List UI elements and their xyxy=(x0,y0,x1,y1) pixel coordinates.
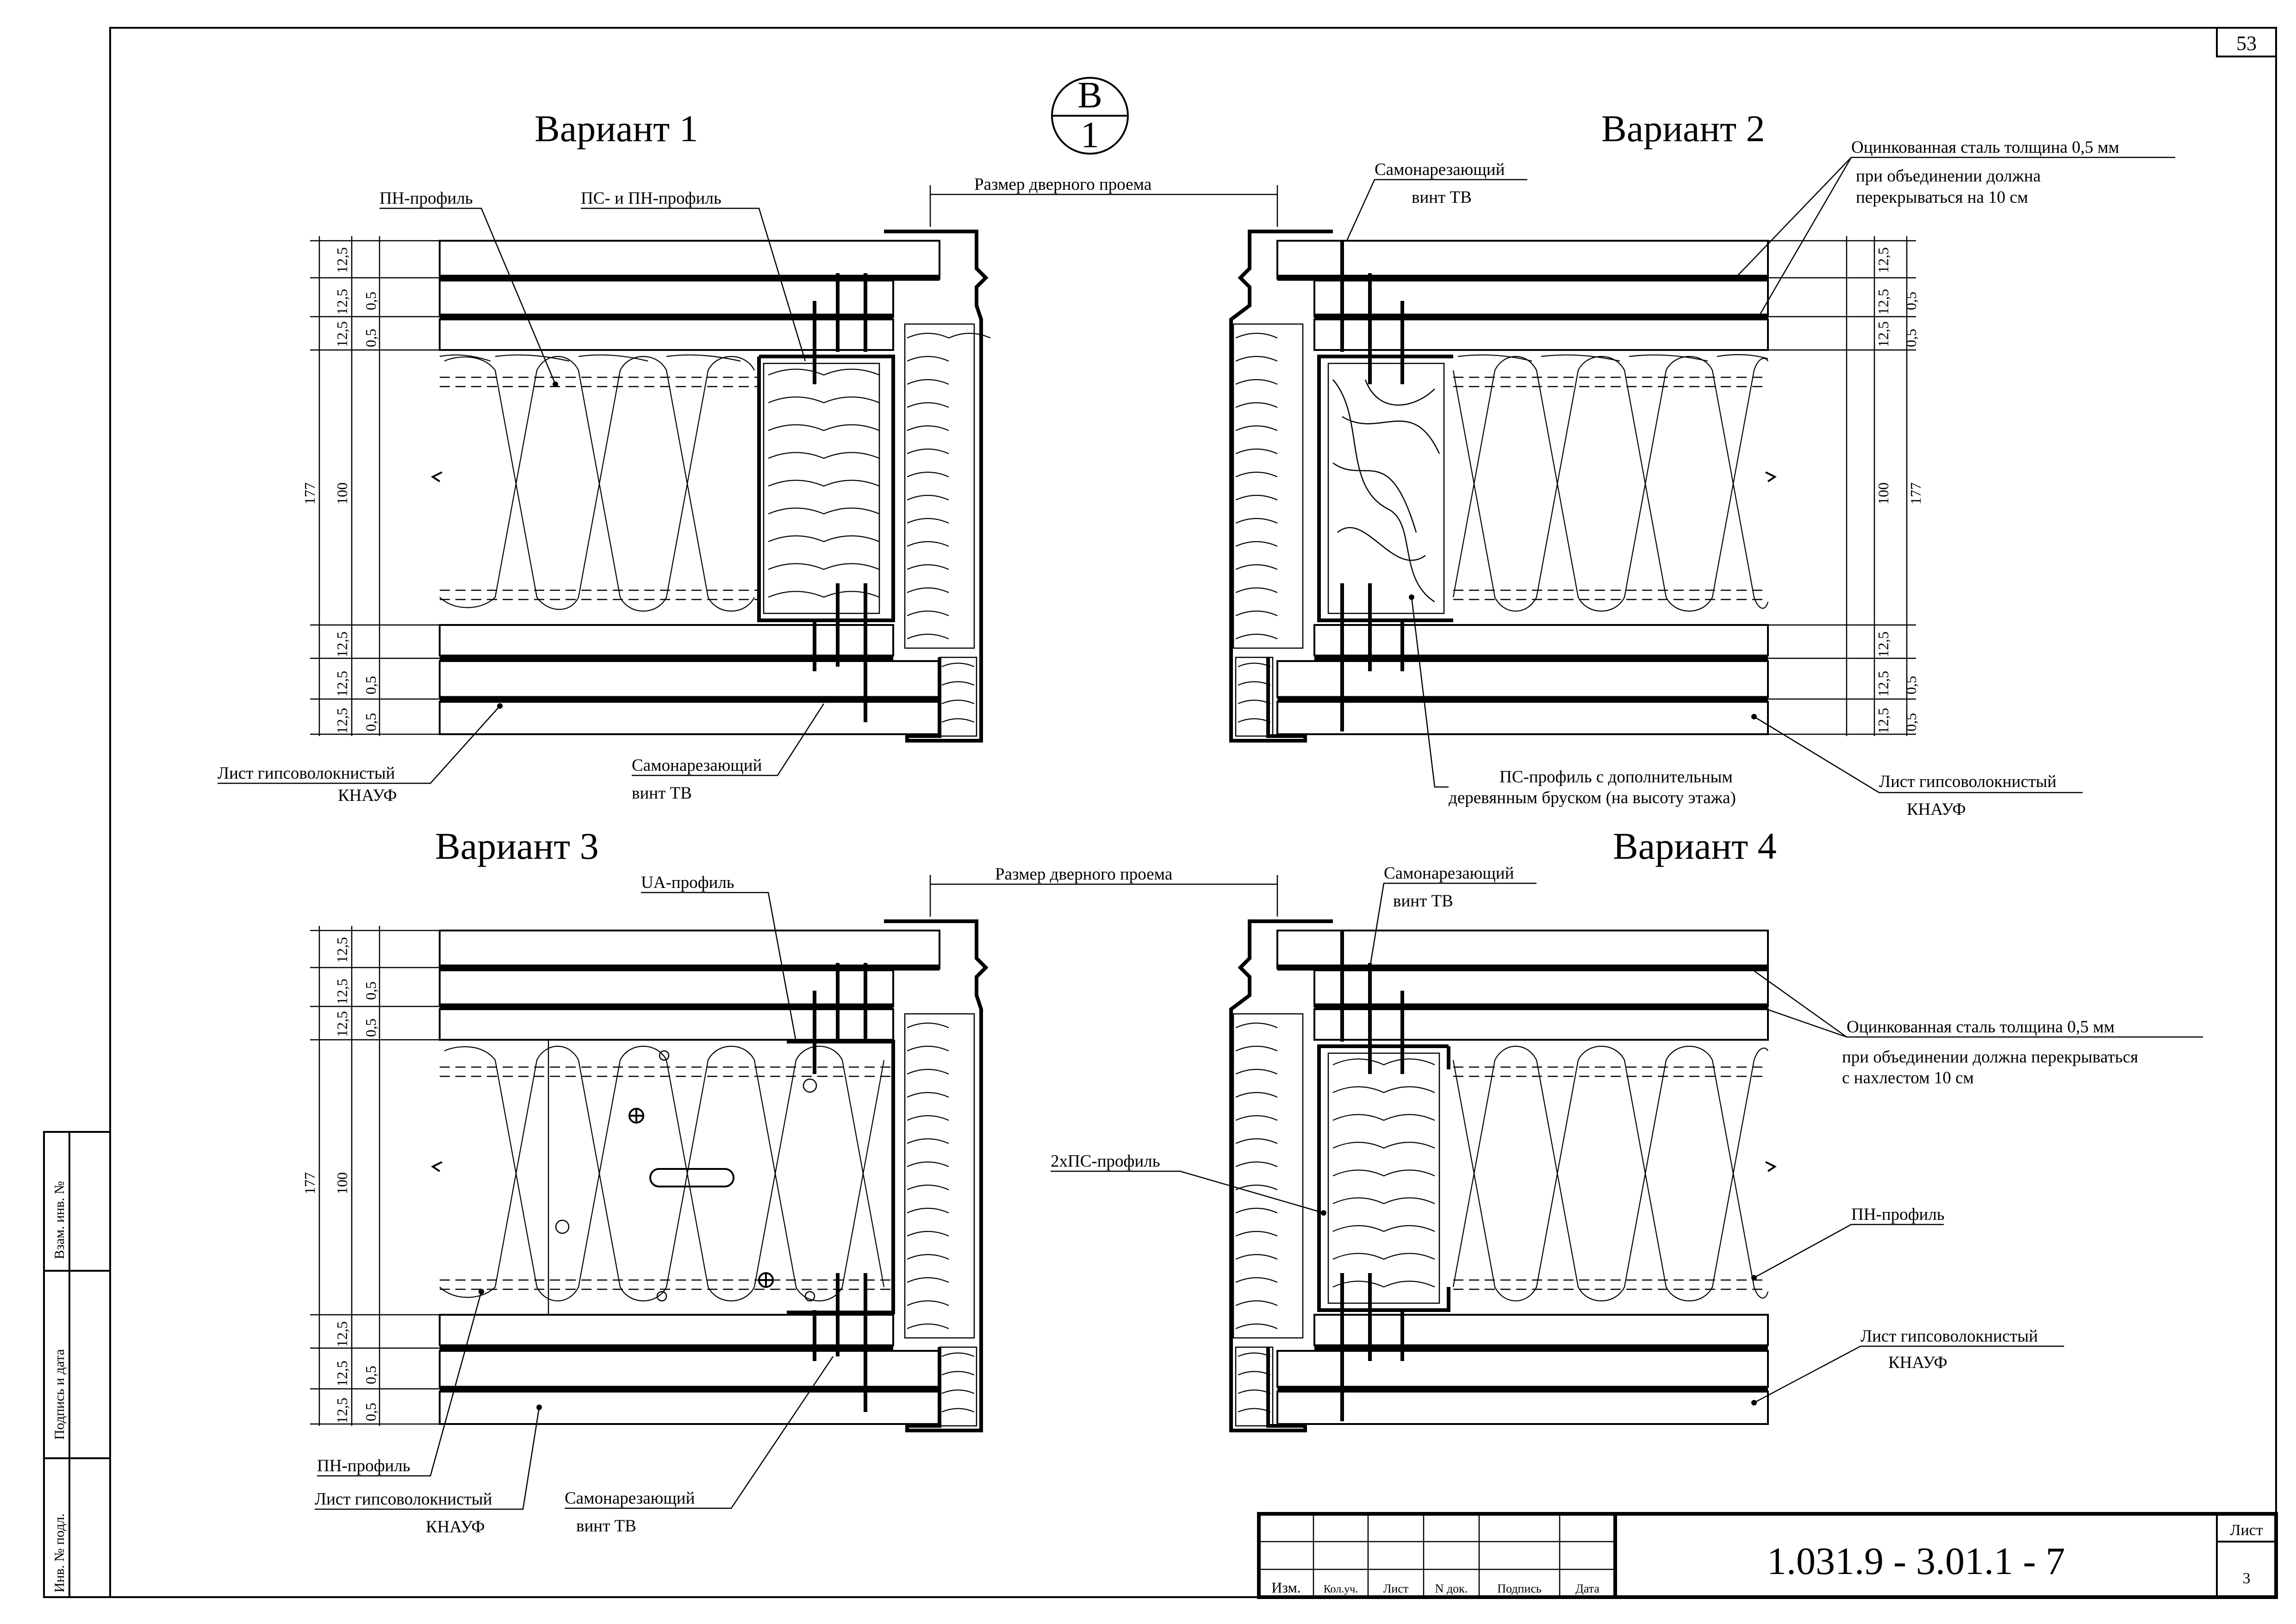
v3-label-pn-profile: ПН-профиль xyxy=(317,1456,411,1475)
v1-label-gvl-1: Лист гипсоволокнистый xyxy=(218,764,395,783)
v1-dim-125-e: 12,5 xyxy=(334,671,350,697)
v2-label-steel-1: Оцинкованная сталь толщина 0,5 мм xyxy=(1851,138,2119,157)
v3-dim-125-f: 12,5 xyxy=(334,1398,350,1424)
v1-dim-125-c: 12,5 xyxy=(334,321,350,347)
v4-label-gvl-2: КНАУФ xyxy=(1888,1353,1948,1372)
v4-label-two-ps: 2хПС-профиль xyxy=(1051,1152,1160,1171)
v3-dim-05-b: 0,5 xyxy=(362,1018,379,1037)
v4-label-gvl-1: Лист гипсоволокнистый xyxy=(1860,1327,2038,1346)
title-sheet-number: 3 xyxy=(2243,1570,2251,1587)
v4-label-screw-1: Самонарезающий xyxy=(1384,864,1514,883)
v3-dim-05-a: 0,5 xyxy=(362,981,379,1000)
col-podpis: Подпись xyxy=(1497,1582,1542,1595)
v2-label-screw-1: Самонарезающий xyxy=(1375,160,1505,179)
side-stamp: Взам. инв. № Подпись и дата Инв. № подл. xyxy=(43,1131,111,1598)
v1-dim-125-b: 12,5 xyxy=(334,289,350,315)
v2-label-steel-3: перекрываться на 10 см xyxy=(1856,188,2028,207)
v3-dim-125-d: 12,5 xyxy=(334,1321,350,1347)
v3-door-opening: Размер дверного проема xyxy=(995,865,1172,884)
v1-dim-125-d: 12,5 xyxy=(334,631,350,657)
v3-dim-100: 100 xyxy=(334,1172,350,1194)
v1-dim-05-b: 0,5 xyxy=(362,329,379,347)
col-list: Лист xyxy=(1383,1582,1408,1595)
v4-label-pn-profile: ПН-профиль xyxy=(1851,1205,1945,1224)
v1-label-ps-pn-profile: ПС- и ПН-профиль xyxy=(581,189,722,208)
v3-dim-177: 177 xyxy=(301,1172,318,1194)
v1-dim-125-a: 12,5 xyxy=(334,247,350,273)
stamp-podpis-data: Подпись и дата xyxy=(52,1349,67,1440)
v3-dim-125-c: 12,5 xyxy=(334,1011,350,1037)
title-sheet-label: Лист xyxy=(2230,1522,2263,1539)
v2-dim-125-e: 12,5 xyxy=(1875,671,1892,697)
v1-dim-125-f: 12,5 xyxy=(334,708,350,734)
section-marker: В 1 xyxy=(1051,75,1129,156)
v2-label-ps-wood-1: ПС-профиль с дополнительным xyxy=(1500,768,1733,787)
v1-dim-05-d: 0,5 xyxy=(362,713,379,731)
v1-label-pn-profile: ПН-профиль xyxy=(380,189,473,208)
variant-1-section: 177 100 12,5 12,5 12,5 0,5 0,5 12,5 12,5… xyxy=(218,175,1278,805)
col-n-dok: N док. xyxy=(1435,1582,1468,1595)
v2-label-gvl-1: Лист гипсоволокнистый xyxy=(1879,772,2056,791)
v4-label-steel-1: Оцинкованная сталь толщина 0,5 мм xyxy=(1847,1018,2115,1037)
v1-label-screw-2: винт TB xyxy=(632,784,692,803)
v2-label-gvl-2: КНАУФ xyxy=(1907,800,1966,819)
v2-dim-05-a: 0,5 xyxy=(1903,292,1919,310)
title-code: 1.031.9 - 3.01.1 - 7 xyxy=(1767,1540,2065,1583)
v3-label-gvl-2: КНАУФ xyxy=(426,1518,485,1537)
variant-3-title: Вариант 3 xyxy=(435,825,599,867)
col-kol-uch: Кол.уч. xyxy=(1324,1583,1358,1595)
v4-label-screw-2: винт TB xyxy=(1393,892,1453,911)
v1-dim-177: 177 xyxy=(301,482,318,505)
v2-dim-100: 100 xyxy=(1875,482,1892,505)
page-number: 53 xyxy=(2236,32,2257,55)
v3-dim-125-a: 12,5 xyxy=(334,937,350,963)
stamp-inv-podl: Инв. № подл. xyxy=(52,1513,67,1593)
v1-door-opening: Размер дверного проема xyxy=(974,175,1151,194)
v3-label-screw-2: винт TB xyxy=(576,1517,636,1536)
v2-dim-125-b: 12,5 xyxy=(1875,289,1892,315)
v2-dim-125-d: 12,5 xyxy=(1875,631,1892,657)
v2-label-screw-2: винт TB xyxy=(1412,188,1472,207)
col-data: Дата xyxy=(1575,1582,1599,1595)
v3-dim-05-c: 0,5 xyxy=(362,1366,379,1384)
section-marker-bottom: 1 xyxy=(1081,115,1099,156)
v3-label-screw-1: Самонарезающий xyxy=(565,1489,695,1508)
v4-label-steel-3: с нахлестом 10 см xyxy=(1842,1068,1974,1087)
title-block: 1.031.9 - 3.01.1 - 7 Лист 3 Изм. Кол.уч.… xyxy=(1257,1512,2278,1599)
v3-label-ua-profile: UA-профиль xyxy=(641,873,734,892)
variant-2-title: Вариант 2 xyxy=(1601,107,1765,150)
variant-1-title: Вариант 1 xyxy=(535,107,698,150)
v2-dim-05-c: 0,5 xyxy=(1903,676,1919,694)
v1-label-gvl-2: КНАУФ xyxy=(338,786,397,805)
v3-label-gvl-1: Лист гипсоволокнистый xyxy=(315,1490,492,1509)
variant-2-section: 100 177 12,5 12,5 12,5 0,5 0,5 12,5 12,5… xyxy=(1229,138,2175,819)
v2-dim-05-d: 0,5 xyxy=(1903,713,1919,731)
v3-dim-05-d: 0,5 xyxy=(362,1403,379,1421)
variant-4-section: Самонарезающий винт TB Оцинкованная стал… xyxy=(1051,864,2203,1432)
v2-dim-177: 177 xyxy=(1907,482,1924,505)
col-izm: Изм. xyxy=(1271,1579,1301,1596)
v2-dim-05-b: 0,5 xyxy=(1903,329,1919,347)
variant-4-title: Вариант 4 xyxy=(1613,825,1777,867)
v1-dim-05-c: 0,5 xyxy=(362,676,379,694)
v1-dim-05-a: 0,5 xyxy=(362,292,379,310)
v1-label-screw-1: Самонарезающий xyxy=(632,756,762,775)
stamp-vzam-inv: Взам. инв. № xyxy=(52,1181,67,1259)
sheet-frame: 53 xyxy=(109,27,2277,1598)
v2-label-ps-wood-2: деревянным бруском (на высоту этажа) xyxy=(1449,788,1736,807)
v2-dim-125-a: 12,5 xyxy=(1875,247,1892,273)
v2-dim-125-c: 12,5 xyxy=(1875,321,1892,347)
v2-label-steel-2: при объединении должна xyxy=(1856,167,2041,186)
variant-3-section: 177 100 12,5 12,5 12,5 0,5 0,5 12,5 12,5… xyxy=(301,865,1278,1537)
v2-dim-125-f: 12,5 xyxy=(1875,708,1892,734)
v3-dim-125-b: 12,5 xyxy=(334,979,350,1005)
v1-dim-100: 100 xyxy=(334,482,350,505)
section-marker-top: В xyxy=(1077,75,1102,116)
v4-label-steel-2: при объединении должна перекрываться xyxy=(1842,1048,2138,1067)
v3-dim-125-e: 12,5 xyxy=(334,1361,350,1387)
